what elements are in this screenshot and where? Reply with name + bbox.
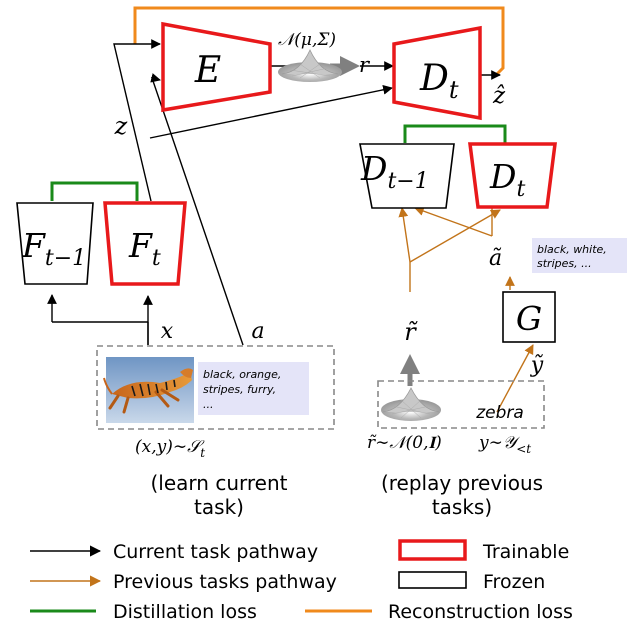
decoder-new xyxy=(468,142,557,209)
legend-frozen-label: Frozen xyxy=(483,571,545,593)
feature-prev-label: Ft−1 xyxy=(21,226,86,271)
decoder-new-label: Dt xyxy=(489,157,525,202)
r-label: r xyxy=(359,53,371,77)
legend-trainable-swatch xyxy=(398,539,467,561)
feature-t-label: Ft xyxy=(128,226,161,271)
feature-extractor-t xyxy=(103,201,187,286)
a-label: a xyxy=(251,319,264,344)
legend-trainable-label: Trainable xyxy=(482,541,569,563)
current-attributes-line-1: black, orange, xyxy=(203,368,281,381)
replay-attributes-line-1: black, white, xyxy=(537,243,607,256)
previous-task-arrows xyxy=(398,206,534,413)
generator-G xyxy=(502,291,556,343)
normal-dist-label: 𝒩(μ,Σ) xyxy=(278,30,336,50)
replay-gaussian-icon xyxy=(381,387,441,421)
replay-noise-label: r̃∼𝒩(0,𝐈) xyxy=(367,433,442,453)
encoder-E xyxy=(161,21,272,113)
legend-reconstruction-label: Reconstruction loss xyxy=(388,601,573,623)
decoder-prev xyxy=(359,143,455,209)
replay-attributes-line-2: stripes, ... xyxy=(537,257,592,270)
r-tilde-label: r̃ xyxy=(404,318,418,346)
replay-class-label: y∼𝒴<t xyxy=(478,433,531,456)
current-task-arrows xyxy=(47,39,501,346)
encoder-label: E xyxy=(194,50,221,91)
legend-previous-label: Previous tasks pathway xyxy=(113,571,337,593)
decoder-t-label: Dt xyxy=(419,58,459,104)
generator-label: G xyxy=(516,299,542,338)
current-caption-line-1: (learn current xyxy=(151,471,288,495)
current-caption-line-2: task) xyxy=(194,495,244,519)
y-tilde-label: ỹ xyxy=(530,353,544,378)
replay-class-name: zebra xyxy=(475,403,524,423)
current-sample-label: (x,y)∼𝒮t xyxy=(135,437,205,460)
legend: Current task pathway Trainable Previous … xyxy=(30,539,573,623)
legend-distillation-label: Distillation loss xyxy=(113,601,257,623)
gaussian-icon xyxy=(278,49,342,82)
z-hat-label: ẑ xyxy=(492,83,506,109)
replay-attributes-box xyxy=(532,238,627,273)
decoder-prev-label: Dt−1 xyxy=(360,149,429,194)
current-attributes-line-3: ... xyxy=(203,398,214,411)
replay-box xyxy=(377,380,545,429)
current-attributes-box xyxy=(198,362,309,415)
replay-caption-line-2: tasks) xyxy=(432,495,492,519)
legend-current-label: Current task pathway xyxy=(113,541,318,563)
distillation-line-f xyxy=(50,181,139,201)
distillation-line-d xyxy=(403,124,507,143)
decoder-Dt xyxy=(392,25,482,121)
legend-frozen-swatch xyxy=(398,571,467,589)
z-label: z xyxy=(114,112,128,140)
feature-extractor-prev xyxy=(16,202,94,285)
current-attributes-line-2: stripes, furry, xyxy=(203,383,276,396)
replay-caption-line-1: (replay previous xyxy=(381,471,543,495)
a-tilde-label: ã xyxy=(489,246,502,271)
tiger-image xyxy=(103,357,194,423)
x-label: x xyxy=(161,319,174,344)
